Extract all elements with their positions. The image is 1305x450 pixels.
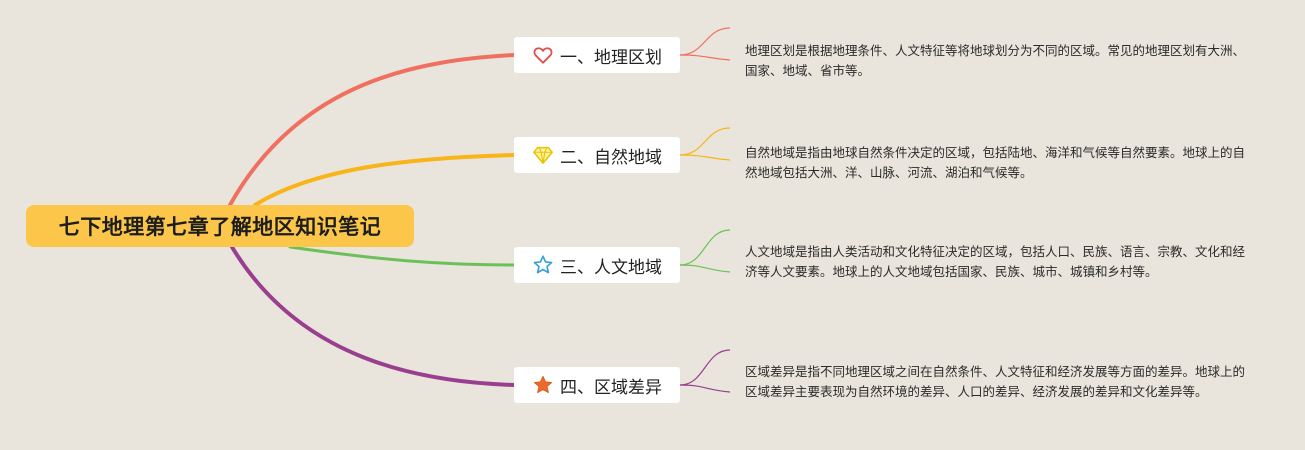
branch-connector-4 bbox=[230, 245, 516, 387]
branch-description-2: 自然地域是指由地球自然条件决定的区域，包括陆地、海洋和气候等自然要素。地球上的自… bbox=[745, 145, 1246, 180]
branch-connector-3 bbox=[288, 245, 516, 267]
desc-connector-2 bbox=[679, 127, 731, 156]
branch-connector-2 bbox=[253, 153, 516, 207]
branch-node-3[interactable]: 三、人文地域 bbox=[514, 247, 680, 283]
star-filled-icon bbox=[532, 374, 554, 396]
desc-connector-3b bbox=[679, 264, 731, 273]
branch-label-2: 二、自然地域 bbox=[560, 147, 662, 168]
root-title: 七下地理第七章了解地区知识笔记 bbox=[58, 215, 382, 239]
star-outline-icon bbox=[532, 254, 554, 276]
branch-label-4: 四、区域差异 bbox=[560, 377, 662, 398]
desc-connector-1 bbox=[679, 27, 731, 56]
branch-label-1: 一、地理区划 bbox=[560, 47, 662, 68]
desc-connector-1b bbox=[679, 54, 731, 61]
branch-description-1: 地理区划是根据地理条件、人文特征等将地球划分为不同的区域。常见的地理区划有大洲、… bbox=[745, 43, 1246, 78]
diamond-icon bbox=[532, 144, 554, 166]
branch-node-2[interactable]: 二、自然地域 bbox=[514, 137, 680, 173]
desc-connector-3 bbox=[679, 229, 731, 266]
branch-description-4: 区域差异是指不同地理区域之间在自然条件、人文特征和经济发展等方面的差异。地球上的… bbox=[745, 364, 1246, 399]
branch-node-1[interactable]: 一、地理区划 bbox=[514, 37, 680, 73]
desc-connector-2b bbox=[679, 154, 731, 161]
desc-connector-4 bbox=[679, 349, 731, 386]
branch-description-3: 人文地域是指由人类活动和文化特征决定的区域，包括人口、民族、语言、宗教、文化和经… bbox=[745, 244, 1246, 279]
desc-connector-4b bbox=[679, 384, 731, 393]
branch-connector-1 bbox=[228, 53, 516, 207]
root-topic[interactable]: 七下地理第七章了解地区知识笔记 bbox=[26, 205, 414, 247]
branch-label-3: 三、人文地域 bbox=[560, 257, 662, 278]
heart-icon bbox=[532, 44, 554, 66]
branch-node-4[interactable]: 四、区域差异 bbox=[514, 367, 680, 403]
